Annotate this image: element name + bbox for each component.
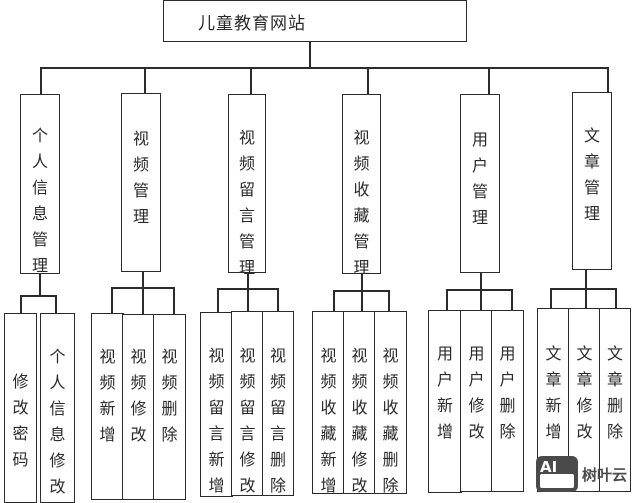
connector [217, 288, 219, 312]
connector [607, 67, 609, 92]
leaf-video-add: 视频新增 [91, 313, 124, 500]
leaf-video-edit: 视频修改 [122, 314, 155, 500]
leaf-label: 用户修改 [468, 344, 485, 441]
watermark-brand: 树叶云 [582, 465, 628, 484]
module-article: 文章管理 [572, 92, 612, 270]
connector [250, 67, 252, 94]
leaf-change-password: 修改密码 [4, 313, 37, 503]
leaf-label: 视频新增 [99, 347, 116, 444]
leaf-article-delete: 文章删除 [599, 308, 631, 492]
connector [550, 288, 552, 308]
leaf-video-favorite-delete: 视频收藏删除 [374, 311, 407, 495]
connector [388, 290, 390, 311]
connector [247, 288, 249, 312]
leaf-user-edit: 用户修改 [460, 310, 493, 492]
connector [39, 274, 41, 296]
module-label: 视频收藏管理 [353, 128, 370, 277]
root-label: 儿童教育网站 [198, 13, 306, 34]
connector [361, 274, 363, 291]
main-bus [40, 67, 609, 69]
module-personal-info: 个人信息管理 [20, 94, 60, 275]
module-video: 视频管理 [121, 93, 161, 272]
connector [550, 288, 617, 290]
module-label: 用户管理 [471, 130, 488, 227]
leaf-video-comment-add: 视频留言新增 [200, 312, 233, 497]
leaf-label: 用户删除 [499, 344, 516, 441]
leaf-label: 个人信息修改 [49, 347, 66, 496]
connector [142, 272, 144, 288]
leaf-video-comment-edit: 视频留言修改 [231, 311, 264, 496]
connector [488, 67, 490, 94]
ai-logo-icon: AI [536, 456, 578, 492]
connector [615, 288, 617, 308]
connector [40, 67, 42, 94]
connector [144, 67, 146, 93]
module-video-comment: 视频留言管理 [228, 94, 266, 277]
leaf-label: 视频留言修改 [239, 346, 256, 495]
leaf-video-favorite-add: 视频收藏新增 [312, 311, 345, 495]
leaf-label: 视频修改 [130, 347, 147, 444]
module-label: 个人信息管理 [31, 126, 48, 275]
connector [480, 273, 482, 290]
module-label: 视频留言管理 [238, 128, 255, 277]
watermark: AI 树叶云 [536, 456, 627, 492]
connector [585, 270, 587, 310]
connector [55, 295, 57, 314]
module-label: 视频管理 [132, 129, 149, 226]
root-connector [309, 42, 311, 68]
leaf-edit-personal-info: 个人信息修改 [40, 313, 75, 503]
module-label: 文章管理 [583, 126, 600, 223]
leaf-label: 用户新增 [436, 344, 453, 441]
connector [446, 289, 448, 310]
leaf-label: 文章修改 [576, 344, 593, 441]
leaf-label: 视频留言新增 [208, 346, 225, 495]
module-user: 用户管理 [460, 94, 500, 273]
connector [446, 289, 513, 291]
connector [480, 289, 482, 310]
leaf-label: 文章新增 [545, 344, 562, 441]
leaf-video-comment-delete: 视频留言删除 [262, 311, 294, 496]
connector [511, 289, 513, 310]
connector [247, 273, 249, 289]
leaf-label: 视频收藏删除 [382, 346, 399, 495]
connector [142, 287, 144, 314]
leaf-user-add: 用户新增 [428, 310, 462, 493]
leaf-label: 视频删除 [161, 347, 178, 444]
connector [173, 287, 175, 314]
leaf-label: 视频留言删除 [269, 346, 286, 495]
module-video-favorite: 视频收藏管理 [342, 94, 381, 277]
connector [361, 290, 363, 311]
leaf-label: 文章删除 [606, 344, 623, 441]
leaf-user-delete: 用户删除 [491, 310, 524, 492]
connector [111, 287, 113, 314]
leaf-label: 修改密码 [12, 372, 29, 469]
connector [367, 67, 369, 94]
connector [333, 290, 335, 311]
leaf-label: 视频收藏新增 [320, 346, 337, 495]
root-node: 儿童教育网站 [163, 0, 467, 42]
connector [20, 295, 22, 314]
leaf-video-delete: 视频删除 [153, 314, 186, 500]
leaf-label: 视频收藏修改 [351, 346, 368, 495]
leaf-video-favorite-edit: 视频收藏修改 [343, 311, 376, 495]
connector [20, 295, 57, 297]
connector [277, 288, 279, 312]
